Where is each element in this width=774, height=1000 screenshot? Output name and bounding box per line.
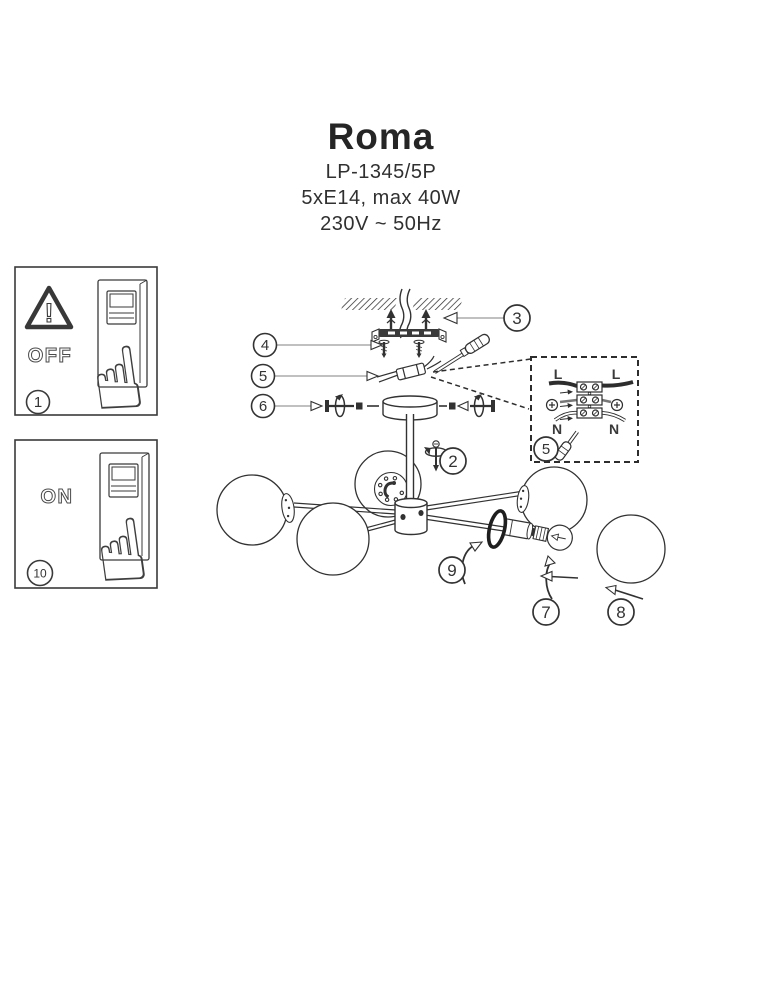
bulb-spec: 5xE14, max 40W [301,187,461,209]
warning-triangle-icon: ! [24,285,74,330]
arrowhead [442,311,458,325]
light-switch-icon [97,279,148,388]
stem-screw-glyph [424,440,448,472]
arrowhead [310,400,324,412]
bracket-screw [413,339,425,358]
wire-connector [376,355,442,383]
live-label-right: L [612,366,621,382]
title-block: Roma LP-1345/5P 5xE14, max 40W 230V ~ 50… [301,116,460,236]
step-6-number: 6 [259,398,267,415]
step-5-detail-badge: 5 [533,436,559,462]
screwdriver-icon [433,333,491,374]
arrowhead [544,554,557,567]
glass-shade [296,502,370,576]
step-1-number: 1 [34,394,42,411]
ceiling-mount [341,288,463,358]
neutral-label-left: N [552,421,562,437]
earth-symbol [610,398,624,412]
shade-cap [516,485,530,513]
live-wire-left [548,380,578,388]
arrowhead [370,339,384,351]
arrowhead [469,541,484,552]
step-5-callout: 5 [250,363,380,389]
wall-anchor [386,309,396,330]
product-name: Roma [327,116,435,157]
live-label-left: L [554,366,563,382]
glass-shade-loose [596,514,666,584]
model-number: LP-1345/5P [325,161,437,183]
step-5-detail-number: 5 [542,441,550,458]
arrowhead [604,584,617,596]
step-5-number: 5 [259,368,267,385]
terminal-block [576,381,603,419]
light-switch-icon [99,452,150,561]
step-9-callout: 9 [438,541,484,585]
on-label: ON [41,486,74,508]
canopy-screw-glyph [439,394,495,418]
step-2-number: 2 [448,452,457,471]
light-bulb-icon [530,524,573,551]
arrowhead [539,570,553,582]
earth-symbol [545,398,559,412]
detail-leader [430,376,530,410]
step-4-callout: 4 [252,332,384,358]
ceiling-hatch-right [412,298,463,310]
stem-rod [405,414,415,504]
glass-shade [216,474,288,546]
wall-anchor [421,309,431,330]
mounting-plate [373,471,409,507]
mains-wire [406,288,412,337]
step-7-number: 7 [541,603,550,622]
off-label: OFF [28,345,73,367]
step-8-callout: 8 [604,584,644,626]
insert-arrow [559,389,573,421]
step-6-callout: 6 [250,393,324,419]
step-7-callout: 7 [532,554,579,626]
canopy-screw-glyph [325,394,379,418]
step-9-number: 9 [447,561,456,580]
step-8-number: 8 [616,603,625,622]
neutral-label-right: N [609,421,619,437]
wiring-detail-box: L L N N 5 [530,356,639,463]
shade-cap [281,493,295,523]
power-spec: 230V ~ 50Hz [320,213,442,235]
step-10-badge: 10 [26,559,54,587]
screwdriver-icon [554,430,579,461]
step-3-number: 3 [512,309,521,328]
warning-exclamation: ! [45,298,54,328]
step-2-badge: 2 [439,447,467,475]
step-1-badge: 1 [25,389,51,415]
ceiling-hatch-left [341,298,398,310]
switch-off-panel: ! ☝ OFF 1 [14,266,158,434]
switch-on-panel: ☝ ON 10 [14,439,158,606]
arrowhead [366,370,380,382]
center-hub [394,497,428,536]
bracket-screw [378,339,390,358]
mounting-bracket [371,328,447,343]
gasket-ring [486,509,508,549]
step-4-number: 4 [261,337,269,354]
live-wire-right [601,380,634,388]
step-3-callout: 3 [442,304,531,332]
ceiling-canopy [382,395,438,421]
step-10-number: 10 [33,567,47,581]
